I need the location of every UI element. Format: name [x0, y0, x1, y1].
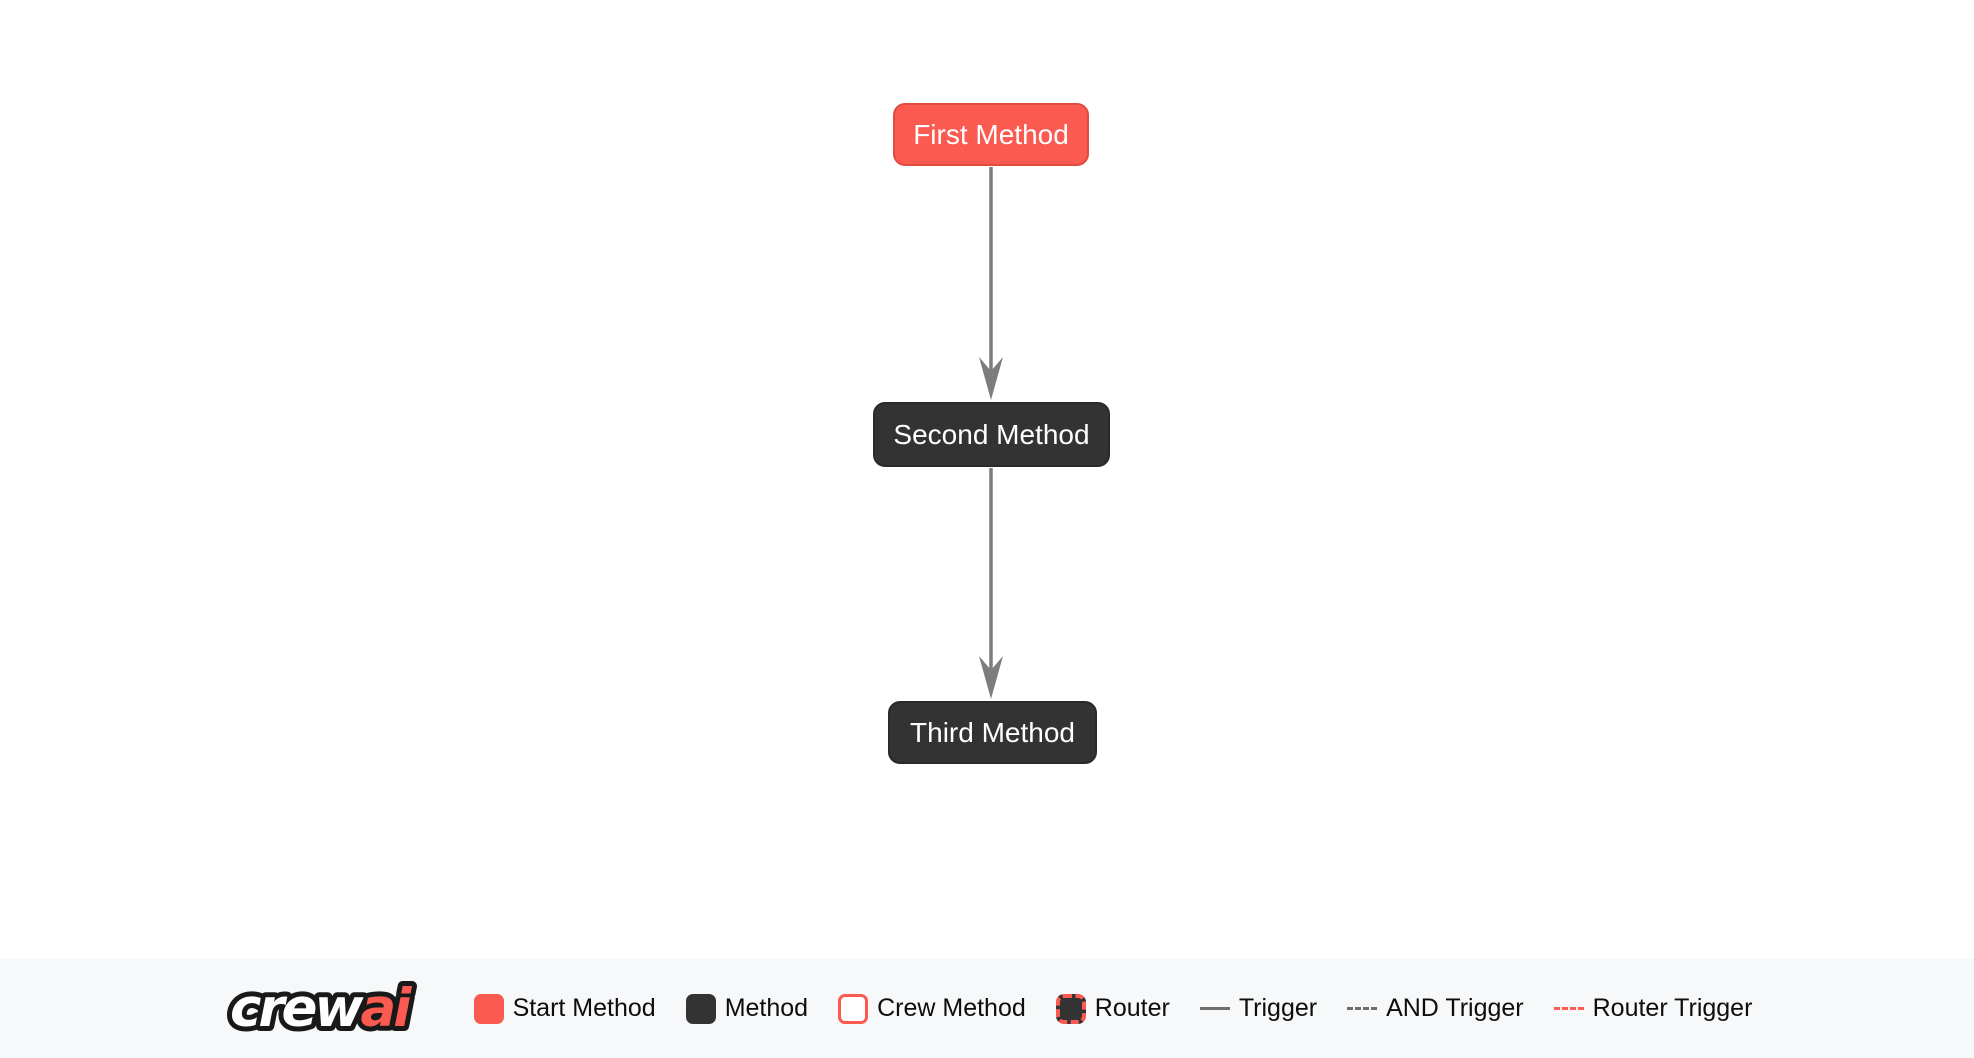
flow-diagram-canvas[interactable]: First Method Second Method Third Method	[0, 0, 1974, 959]
arrowhead-icon	[979, 656, 1003, 699]
legend-item-and-trigger: AND Trigger	[1347, 994, 1524, 1023]
trigger-line-icon	[1199, 1007, 1230, 1010]
crewai-logo-wordmark: crewai	[230, 978, 412, 1039]
crewai-logo: crewai crewai crewai	[222, 974, 424, 1044]
legend-bar: crewai crewai crewai Start Method Method…	[0, 959, 1974, 1058]
router-swatch-icon	[1055, 993, 1086, 1024]
legend-item-start-method: Start Method	[473, 993, 656, 1024]
arrowhead-icon	[979, 357, 1003, 400]
legend-label: Start Method	[512, 994, 656, 1022]
method-swatch-icon	[685, 993, 716, 1024]
logo-crew-text: crew	[230, 978, 365, 1039]
crewai-logo-outline: crewai	[230, 978, 412, 1039]
legend-label: Trigger	[1238, 994, 1318, 1022]
legend-item-router-trigger: Router Trigger	[1553, 994, 1753, 1023]
router-trigger-line-icon	[1553, 1007, 1584, 1010]
legend-item-method: Method	[685, 993, 809, 1024]
crewai-logo-outline: crewai	[230, 978, 412, 1039]
node-label: First Method	[913, 118, 1069, 150]
edge-first-to-second	[979, 167, 1003, 400]
node-second-method[interactable]: Second Method	[873, 402, 1110, 467]
and-trigger-line-icon	[1347, 1007, 1378, 1010]
legend-label: AND Trigger	[1386, 994, 1524, 1022]
node-label: Third Method	[910, 716, 1075, 748]
start-method-swatch-icon	[473, 993, 504, 1024]
edges-layer	[979, 167, 1003, 699]
legend-item-crew-method: Crew Method	[838, 993, 1026, 1024]
legend-label: Method	[724, 994, 809, 1022]
legend-item-router: Router	[1055, 993, 1170, 1024]
crew-method-swatch-icon	[838, 993, 869, 1024]
logo-ai-text: ai	[360, 978, 412, 1039]
legend-label: Router Trigger	[1592, 994, 1753, 1022]
legend-label: Crew Method	[877, 994, 1026, 1022]
legend-label: Router	[1094, 994, 1170, 1022]
node-label: Second Method	[893, 418, 1090, 450]
edge-second-to-third	[979, 468, 1003, 699]
node-first-method[interactable]: First Method	[893, 103, 1089, 166]
node-third-method[interactable]: Third Method	[888, 701, 1097, 764]
legend-item-trigger: Trigger	[1199, 994, 1318, 1023]
